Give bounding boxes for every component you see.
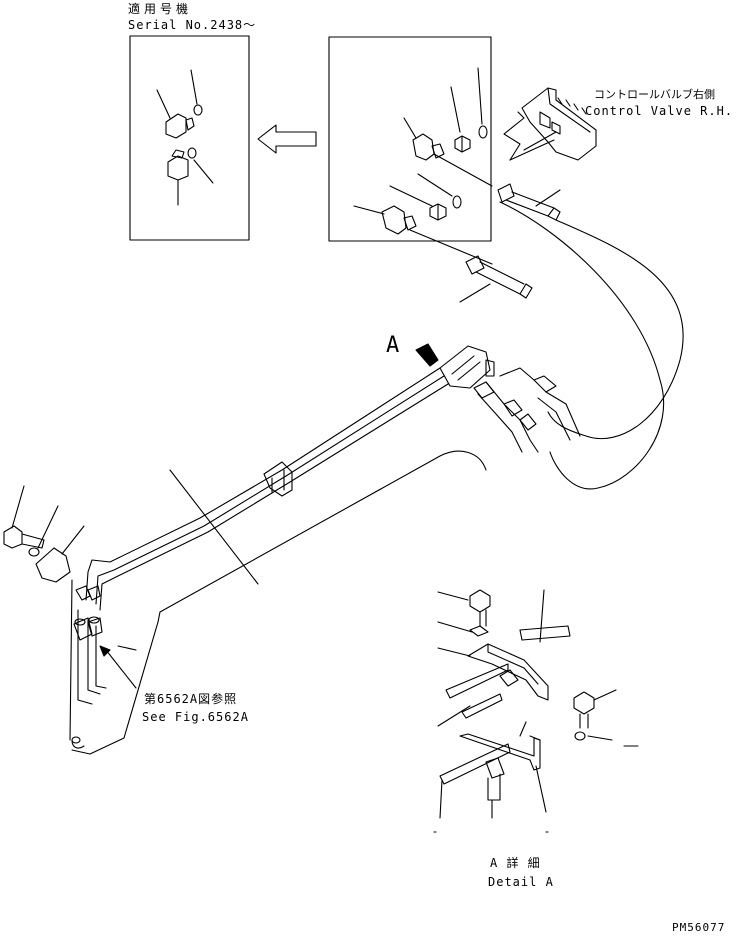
see-fig-label-en: See Fig.6562A xyxy=(142,710,249,724)
valve-inset-panel xyxy=(329,37,492,264)
hose-upper xyxy=(498,184,683,489)
boom-outline xyxy=(70,451,486,754)
see-fig-label-jp: 第6562A図参照 xyxy=(144,692,238,706)
hollow-arrow xyxy=(258,125,316,153)
detail-a-title-en: Detail A xyxy=(488,875,554,889)
serial-note-en: Serial No.2438～ xyxy=(128,18,257,32)
serial-inset-panel xyxy=(130,36,249,240)
loose-parts-left xyxy=(4,486,84,582)
callout-arrow xyxy=(416,344,438,366)
callout-letter-a: A xyxy=(386,333,401,358)
hose-lower xyxy=(460,256,532,302)
main-pipe-assembly xyxy=(86,346,580,610)
control-valve-label-jp: コントロールバルブ右側 xyxy=(594,88,715,101)
control-valve xyxy=(504,88,596,160)
control-valve-label-en: Control Valve R.H. xyxy=(585,104,734,118)
leader-line xyxy=(106,650,136,688)
leader-arrow xyxy=(100,646,110,656)
detail-a-title-jp: A 詳 細 xyxy=(490,856,541,870)
serial-note-jp: 適用号機 xyxy=(128,2,193,16)
leader-line xyxy=(170,470,258,584)
leader-line xyxy=(118,646,136,650)
drawing-number: PM56077 xyxy=(672,921,726,934)
detail-a-drawing xyxy=(434,590,638,832)
